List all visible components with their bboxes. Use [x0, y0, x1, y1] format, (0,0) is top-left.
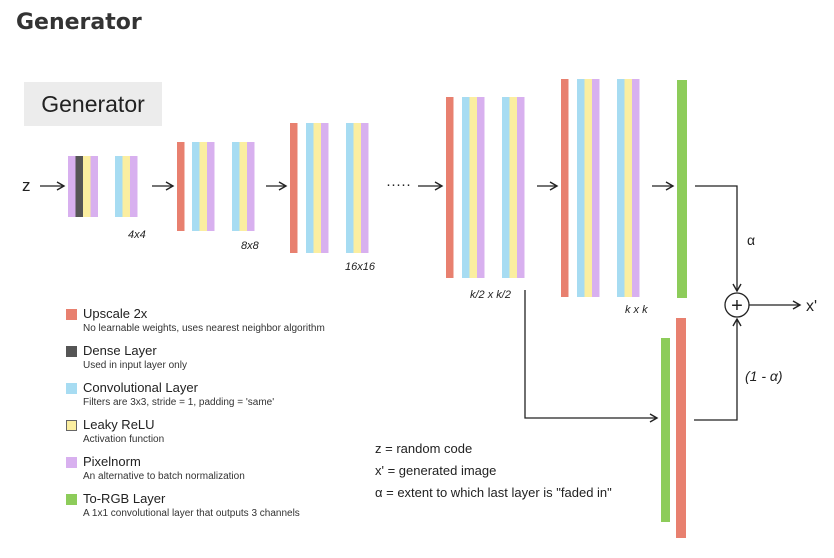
layer-conv [192, 142, 200, 231]
note-x: x' = generated image [375, 463, 497, 478]
layer-upscale [561, 79, 569, 297]
arrow-one-minus-alpha-path [694, 317, 742, 421]
layer-torgb [661, 338, 670, 522]
layer-conv [306, 123, 314, 253]
layer-leaky [313, 123, 321, 253]
legend-swatch-torgb [66, 494, 77, 505]
legend-name: Dense Layer [83, 343, 157, 358]
ellipsis: ····· [386, 176, 411, 193]
legend-desc: An alternative to batch normalization [83, 471, 245, 482]
layer-pixelnorm [632, 79, 640, 297]
legend-item-pixelnorm: Pixelnorm An alternative to batch normali… [66, 454, 325, 491]
legend-swatch-pixelnorm [66, 457, 77, 468]
sum-node: + [724, 292, 750, 318]
one-minus-alpha-label: (1 - α) [745, 368, 783, 384]
layer-conv [617, 79, 625, 297]
arrow-skip-branch [524, 290, 659, 423]
legend-swatch-conv [66, 383, 77, 394]
output-x-label: x' [806, 298, 817, 315]
notes: z = random code x' = generated image α =… [375, 438, 612, 504]
legend-name: Leaky ReLU [83, 417, 155, 432]
layer-pixelnorm [361, 123, 369, 253]
legend-desc: Filters are 3x3, stride = 1, padding = '… [83, 397, 275, 408]
legend: Upscale 2x No learnable weights, uses nea… [66, 306, 325, 528]
layer-leaky [83, 156, 91, 217]
legend-desc: Activation function [83, 434, 165, 445]
layer-upscale [676, 318, 686, 538]
diagram-canvas: z ····· 4x4 8x8 16x16 k/2 x k/2 k x k α … [22, 79, 817, 538]
arrow-alpha-path [695, 185, 742, 293]
alpha-label: α [747, 232, 755, 248]
layer-dense [75, 156, 83, 217]
generator-diagram: Generator z ····· 4x4 8x8 16x16 k/2 x k/… [0, 50, 834, 558]
layer-pixelnorm [207, 142, 215, 231]
layer-leaky [239, 142, 247, 231]
legend-swatch-upscale [66, 309, 77, 320]
stage-label-16x16: 16x16 [345, 261, 376, 273]
input-z-label: z [22, 176, 31, 195]
stage-label-8x8: 8x8 [241, 240, 260, 252]
legend-swatch-leaky [66, 420, 77, 431]
layer-leaky [199, 142, 207, 231]
stage-label-4x4: 4x4 [128, 229, 146, 241]
note-alpha: α = extent to which last layer is "faded… [375, 485, 612, 500]
layer-conv [577, 79, 585, 297]
layer-upscale [446, 97, 454, 278]
layer-conv [502, 97, 510, 278]
legend-name: To-RGB Layer [83, 491, 166, 506]
legend-desc: No learnable weights, uses nearest neigh… [83, 323, 325, 334]
layer-conv [115, 156, 123, 217]
layer-pixelnorm [517, 97, 525, 278]
layer-pixelnorm [130, 156, 138, 217]
layer-pixelnorm [321, 123, 329, 253]
layer-upscale [290, 123, 298, 253]
legend-item-upscale: Upscale 2x No learnable weights, uses nea… [66, 306, 325, 343]
legend-name: Pixelnorm [83, 454, 141, 469]
sum-symbol: + [731, 295, 743, 317]
layer-conv [232, 142, 240, 231]
legend-item-torgb: To-RGB Layer A 1x1 convolutional layer th… [66, 491, 325, 528]
legend-name: Convolutional Layer [83, 380, 198, 395]
layer-pixelnorm [477, 97, 485, 278]
layer-leaky [122, 156, 130, 217]
page-title: Generator [16, 10, 142, 35]
layer-leaky [509, 97, 517, 278]
layer-upscale [177, 142, 185, 231]
layer-pixelnorm [90, 156, 98, 217]
layer-leaky [469, 97, 477, 278]
generator-label-box: Generator [24, 82, 162, 126]
layer-pixelnorm [592, 79, 600, 297]
layer-leaky [584, 79, 592, 297]
legend-item-leaky: Leaky ReLU Activation function [66, 417, 325, 454]
layer-pixelnorm [247, 142, 255, 231]
layer-leaky [353, 123, 361, 253]
layer-torgb [677, 80, 687, 298]
layer-conv [462, 97, 470, 278]
legend-name: Upscale 2x [83, 306, 148, 321]
legend-desc: Used in input layer only [83, 360, 187, 371]
layer-conv [346, 123, 354, 253]
stage-label-kxk: k x k [625, 304, 648, 316]
layer-pixelnorm [68, 156, 76, 217]
note-z: z = random code [375, 441, 473, 456]
stage-label-k2xk2: k/2 x k/2 [470, 289, 511, 301]
legend-desc: A 1x1 convolutional layer that outputs 3… [83, 508, 300, 519]
layer-leaky [624, 79, 632, 297]
legend-swatch-dense [66, 346, 77, 357]
